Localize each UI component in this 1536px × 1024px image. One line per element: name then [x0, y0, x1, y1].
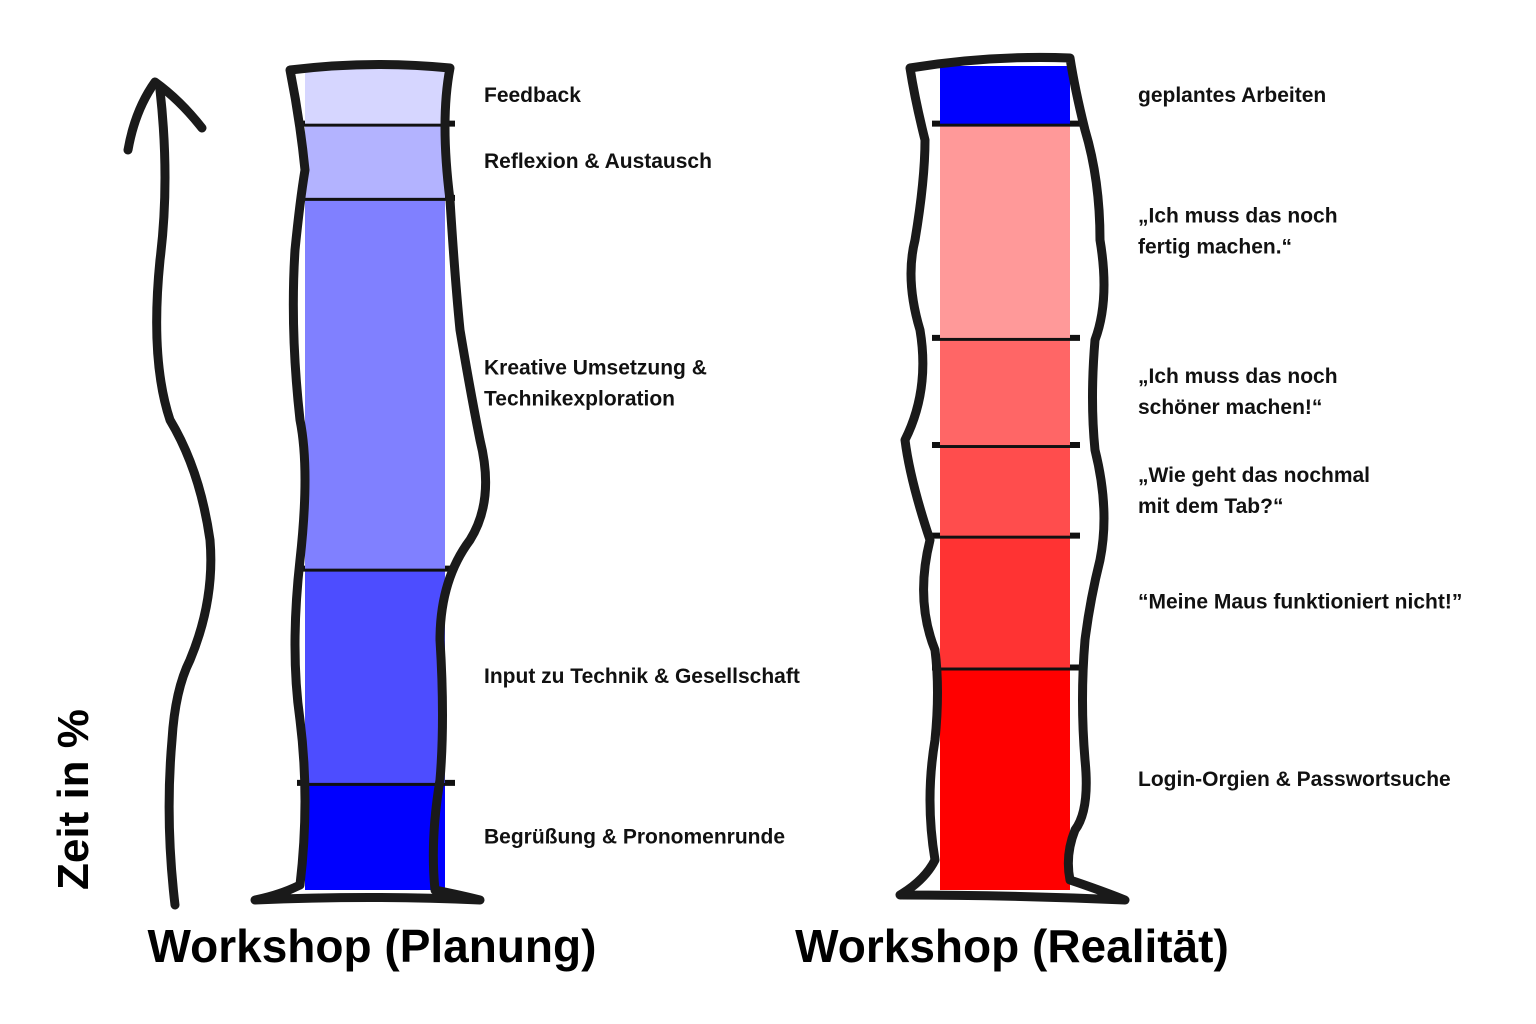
labels-layer: Begrüßung & Pronomenrunde Input zu Techni…	[484, 84, 1462, 849]
realitaet-segment-0	[940, 667, 1070, 890]
planung-bar-outline	[250, 59, 491, 905]
realitaet-segment-4	[940, 123, 1070, 338]
planung-segment-1	[305, 568, 445, 783]
realitaet-segment-label-0: Login-Orgien & Passwortsuche	[1138, 768, 1451, 791]
planung-segment-label-3: Reflexion & Austausch	[484, 150, 712, 173]
realitaet-segment-5	[940, 66, 1070, 124]
planung-segment-label-4: Feedback	[484, 84, 581, 107]
realitaet-segment-2	[940, 445, 1070, 536]
planung-segment-label-1: Input zu Technik & Gesellschaft	[484, 665, 800, 688]
planung-segment-4	[305, 66, 445, 124]
chart-title-realitaet: Workshop (Realität)	[795, 920, 1229, 972]
planung-segment-0	[305, 782, 445, 890]
y-axis-label: Zeit in %	[49, 709, 98, 890]
bars-layer	[297, 66, 1080, 890]
realitaet-segment-label-1: “Meine Maus funktioniert nicht!”	[1138, 591, 1462, 614]
realitaet-segment-label-5: geplantes Arbeiten	[1138, 84, 1326, 107]
realitaet-segment-1	[940, 535, 1070, 668]
chart-title-planung: Workshop (Planung)	[148, 920, 597, 972]
realitaet-bar-outline	[895, 52, 1130, 905]
planung-segment-label-2: Kreative Umsetzung &Technikexploration	[484, 357, 707, 411]
realitaet-segment-3	[940, 337, 1070, 446]
planung-segment-3	[305, 123, 445, 198]
y-axis-arrow	[123, 77, 216, 910]
planung-segment-2	[305, 197, 445, 569]
planung-segment-label-0: Begrüßung & Pronomenrunde	[484, 825, 785, 848]
